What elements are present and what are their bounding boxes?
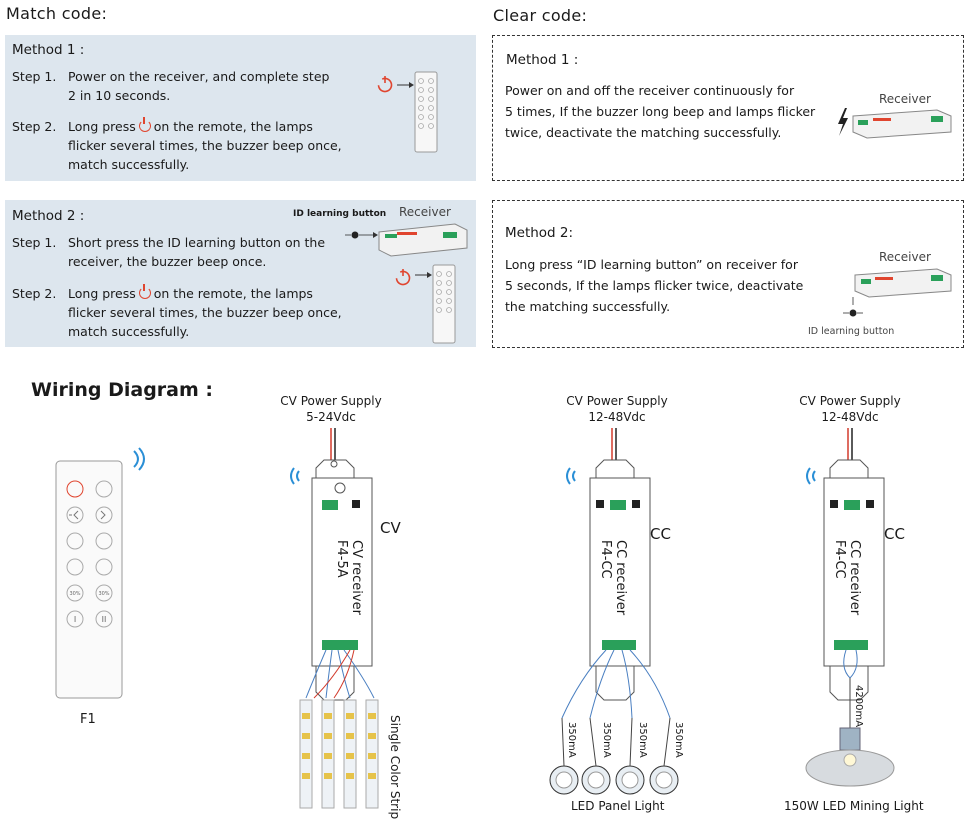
strip-label: Single Color Strip bbox=[388, 715, 402, 820]
method-title: Method 1 : bbox=[12, 42, 85, 58]
current-label: 350mA bbox=[601, 722, 612, 758]
receiver-label: Receiver bbox=[879, 250, 931, 264]
step-number: Step 2. bbox=[12, 286, 57, 301]
load-label: 150W LED Mining Light bbox=[784, 799, 924, 813]
step-number: Step 1. bbox=[12, 69, 57, 84]
power-icon bbox=[138, 117, 151, 132]
remote-pairing-illustration bbox=[377, 71, 438, 153]
power-icon bbox=[138, 284, 151, 299]
wireless-icon bbox=[566, 467, 576, 485]
id-learning-label: ID learning button bbox=[808, 326, 895, 337]
lightning-icon bbox=[838, 108, 848, 136]
current-label: 4200mA bbox=[853, 685, 864, 728]
step-number: Step 1. bbox=[12, 235, 57, 250]
cv-receiver-diagram bbox=[290, 428, 379, 809]
output-type-label: CC bbox=[884, 525, 905, 543]
id-learning-label: ID learning button bbox=[293, 209, 387, 219]
step-number: Step 2. bbox=[12, 119, 57, 134]
remote-button-label: I bbox=[74, 615, 76, 624]
match-code-title: Match code: bbox=[6, 4, 108, 23]
receiver-label-vertical: CC receiver F4-CC bbox=[598, 540, 628, 616]
receiver-id-button-illustration bbox=[345, 223, 468, 344]
output-type-label: CC bbox=[650, 525, 671, 543]
clear-method2-text: Long press “ID learning button” on recei… bbox=[505, 257, 804, 314]
wireless-icon bbox=[133, 447, 145, 471]
receiver-label-vertical: CC receiver F4-CC bbox=[832, 540, 862, 616]
cc-receiver-mining-diagram bbox=[805, 428, 895, 787]
match-method1-panel: Method 1 : Step 1. Power on the receiver… bbox=[5, 35, 476, 181]
current-label: 350mA bbox=[566, 722, 577, 758]
receiver-label-vertical: CV receiver F4-5A bbox=[334, 540, 364, 615]
clear-method1-text: Power on and off the receiver continuous… bbox=[505, 83, 816, 140]
cc-receiver-panel-diagram bbox=[549, 428, 679, 795]
output-type-label: CV bbox=[380, 519, 401, 537]
method-title: Method 1 : bbox=[506, 52, 579, 68]
remote-label: F1 bbox=[80, 712, 96, 727]
remote-button-label: II bbox=[102, 615, 107, 624]
receiver-id-illustration bbox=[843, 268, 952, 317]
clear-method1-box: Method 1 : Power on and off the receiver… bbox=[492, 35, 964, 181]
method-title: Method 2: bbox=[505, 225, 574, 241]
remote-button-label: 30% bbox=[69, 591, 80, 597]
step-1: Step 1. Power on the receiver, and compl… bbox=[12, 67, 342, 107]
clear-code-title: Clear code: bbox=[493, 6, 588, 25]
receiver-power-illustration bbox=[838, 108, 952, 139]
load-label: LED Panel Light bbox=[571, 799, 665, 813]
remote-f1-illustration: 30% 30% I II bbox=[55, 447, 145, 699]
current-label: 350mA bbox=[673, 722, 684, 758]
receiver-label: Receiver bbox=[879, 92, 931, 106]
receiver-label: Receiver bbox=[399, 205, 451, 219]
step-1: Step 1. Short press the ID learning butt… bbox=[12, 233, 342, 273]
current-label: 350mA bbox=[637, 722, 648, 758]
remote-button-label: 30% bbox=[98, 591, 109, 597]
step-text: Power on the receiver, and complete step… bbox=[68, 69, 330, 103]
step-text: Short press the ID learning button on th… bbox=[68, 235, 326, 269]
wireless-icon bbox=[806, 467, 816, 485]
match-method2-panel: Method 2 : ID learning button Receiver S… bbox=[5, 200, 476, 347]
wireless-icon bbox=[290, 467, 300, 485]
clear-method2-box: Method 2: Long press “ID learning button… bbox=[492, 200, 964, 348]
wiring-diagram-title: Wiring Diagram : bbox=[31, 379, 214, 401]
method-title: Method 2 : bbox=[12, 208, 85, 224]
